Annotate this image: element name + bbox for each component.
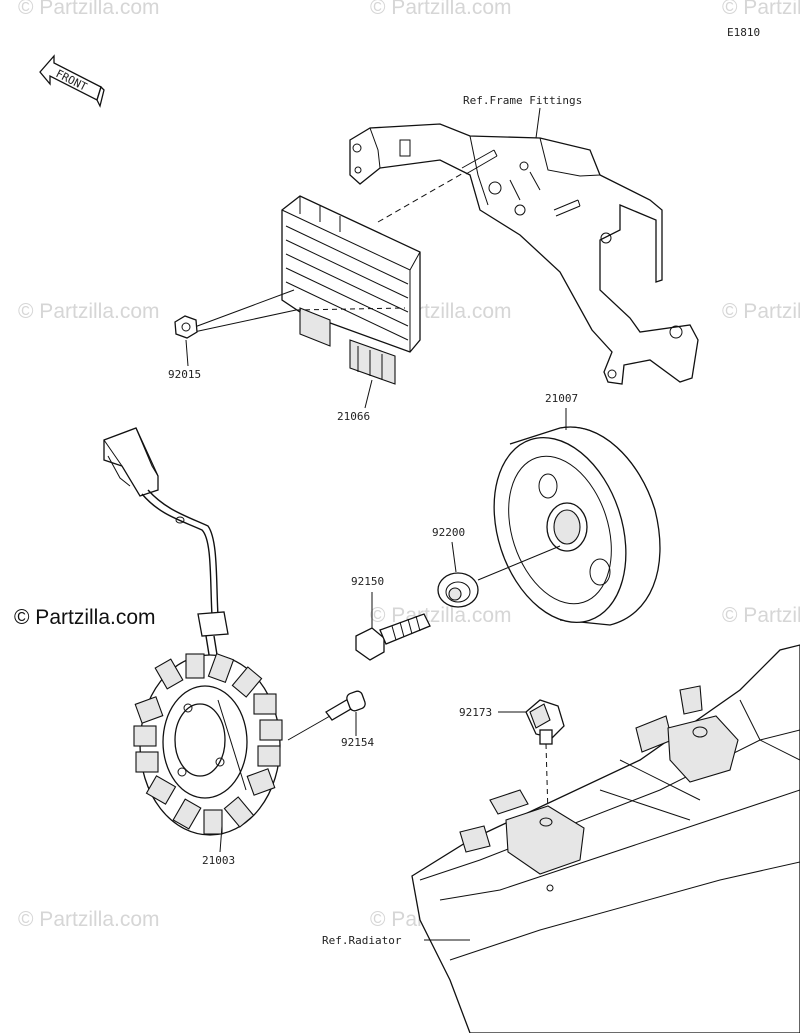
regulator-rectifier: 21066 — [281, 195, 421, 423]
stator-teeth — [133, 652, 283, 835]
diagram-code: E1810 — [727, 26, 760, 39]
watermark-text: © Partzilla.com — [722, 0, 800, 19]
bolt-92150: 92150 — [351, 575, 431, 661]
leader-line — [364, 379, 373, 409]
leader-line — [219, 825, 223, 853]
frame-fittings-bracket: Ref.Frame Fittings — [349, 94, 699, 385]
stator-coil: 21003 — [103, 427, 283, 867]
watermark-text: © Partzilla.com — [722, 604, 800, 627]
front-arrow-icon: FRONT — [39, 54, 105, 108]
watermark-text: © Partzilla.com — [18, 908, 160, 931]
watermark-text: © Partzilla.com — [18, 0, 160, 19]
radiator-reference-casing: Ref.Radiator — [322, 644, 800, 1033]
part-number-92154[interactable]: 92154 — [341, 736, 374, 749]
watermark-text: © Partzilla.com — [722, 300, 800, 323]
part-number-92173[interactable]: 92173 — [459, 706, 492, 719]
watermark-text-prominent: © Partzilla.com — [14, 606, 156, 629]
part-number-21007[interactable]: 21007 — [545, 392, 578, 405]
part-number-92200[interactable]: 92200 — [432, 526, 465, 539]
part-number-92015[interactable]: 92015 — [168, 368, 201, 381]
sensor-92173: 92173 — [459, 699, 565, 887]
leader-line — [185, 339, 189, 367]
assembly-line — [477, 545, 561, 581]
part-number-92150[interactable]: 92150 — [351, 575, 384, 588]
assembly-lines — [191, 171, 466, 333]
watermark-text: © Partzilla.com — [370, 0, 512, 19]
washer-92200: 92200 — [432, 526, 561, 608]
part-number-21066[interactable]: 21066 — [337, 410, 370, 423]
ref-frame-fittings-label: Ref.Frame Fittings — [463, 94, 582, 107]
watermark-text: © Partzilla.com — [370, 604, 512, 627]
part-number-21003[interactable]: 21003 — [202, 854, 235, 867]
rotor-flywheel: 21007 — [493, 392, 661, 626]
watermark-text: © Partzilla.com — [18, 300, 160, 323]
front-label: FRONT — [54, 67, 90, 94]
leader-line — [535, 107, 541, 139]
ref-radiator-label: Ref.Radiator — [322, 934, 402, 947]
leader-line — [451, 541, 457, 573]
nut-92015: 92015 — [168, 315, 201, 381]
bolt-92154: 92154 — [287, 690, 374, 749]
